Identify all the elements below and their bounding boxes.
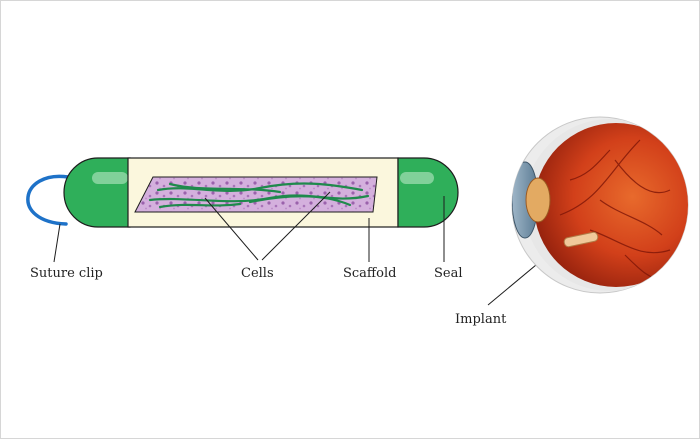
cell-tissue	[134, 176, 378, 213]
label-cells: Cells	[241, 266, 274, 281]
label-seal: Seal	[434, 266, 463, 281]
label-scaffold: Scaffold	[343, 266, 396, 281]
cell-strands	[148, 182, 370, 209]
suture-clip-loop	[26, 174, 70, 226]
label-implant: Implant	[455, 312, 507, 327]
eye-implant	[563, 231, 599, 248]
label-suture-clip: Suture clip	[30, 266, 103, 281]
eye-illustration	[511, 116, 689, 294]
left-seal-highlight	[92, 172, 128, 184]
right-seal-highlight	[400, 172, 434, 184]
